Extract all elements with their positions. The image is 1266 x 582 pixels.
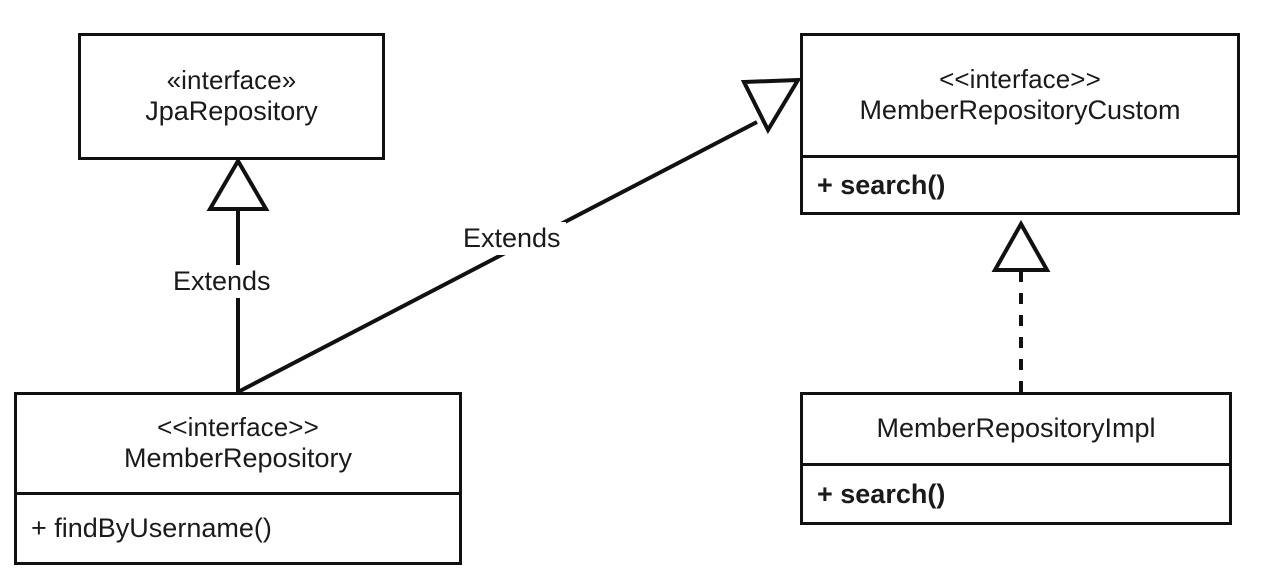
class-methods-member-repository-impl: + search() (803, 463, 1229, 522)
edge-label-extends-diagonal: Extends (458, 222, 566, 255)
class-name: MemberRepositoryCustom (859, 94, 1181, 125)
class-method: + search() (817, 478, 946, 509)
class-methods-member-repository: + findByUsername() (17, 492, 459, 562)
class-name: JpaRepository (145, 95, 318, 126)
class-header-jpa-repository: «interface» JpaRepository (81, 36, 382, 157)
class-name: MemberRepository (123, 442, 353, 473)
hollow-triangle-arrowhead-icon (991, 219, 1051, 272)
edge-line-diagonal-extends (237, 120, 758, 394)
class-box-member-repository-custom[interactable]: <<interface>> MemberRepositoryCustom + s… (800, 33, 1240, 215)
class-method: + search() (817, 169, 946, 200)
class-header-member-repository: <<interface>> MemberRepository (17, 395, 459, 492)
class-box-member-repository[interactable]: <<interface>> MemberRepository + findByU… (14, 392, 462, 565)
class-methods-member-repository-custom: + search() (803, 155, 1237, 212)
class-stereotype: <<interface>> (157, 412, 319, 443)
class-stereotype: «interface» (166, 65, 297, 96)
class-stereotype: <<interface>> (939, 64, 1101, 95)
class-header-member-repository-custom: <<interface>> MemberRepositoryCustom (803, 36, 1237, 155)
class-box-jpa-repository[interactable]: «interface» JpaRepository (78, 33, 385, 160)
edge-member-repository-impl-to-member-repository-custom (991, 219, 1051, 392)
class-method: + findByUsername() (31, 513, 272, 543)
hollow-triangle-arrowhead-icon (206, 157, 270, 211)
hollow-triangle-arrowhead-icon (740, 77, 802, 135)
class-name: MemberRepositoryImpl (876, 413, 1156, 444)
edge-member-repository-to-member-repository-custom (237, 77, 802, 394)
class-header-member-repository-impl: MemberRepositoryImpl (803, 395, 1229, 463)
class-box-member-repository-impl[interactable]: MemberRepositoryImpl + search() (800, 392, 1232, 525)
edge-member-repository-to-jpa-repository (206, 157, 270, 392)
edge-label-extends-vertical: Extends (168, 265, 276, 298)
